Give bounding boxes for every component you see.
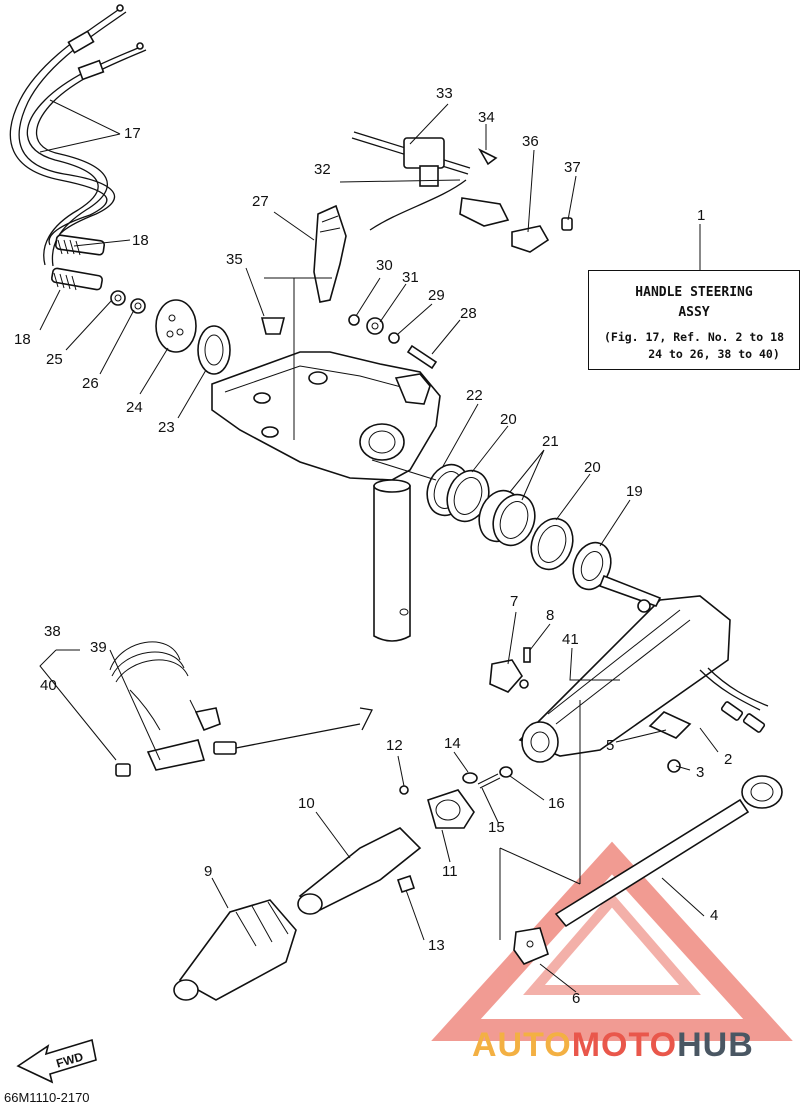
callout-6: 6 bbox=[572, 990, 580, 1007]
callout-34: 34 bbox=[478, 109, 495, 126]
callout-22: 22 bbox=[466, 387, 483, 404]
callout-8: 8 bbox=[546, 607, 554, 624]
engine-stop-switch-lanyard bbox=[109, 641, 373, 777]
watermark-part2: MOTO bbox=[571, 1026, 678, 1064]
callout-20-upper: 20 bbox=[500, 411, 517, 428]
reference-title-line2: ASSY bbox=[678, 305, 710, 320]
steering-handle-body bbox=[518, 574, 769, 773]
callout-37: 37 bbox=[564, 159, 581, 176]
callout-27: 27 bbox=[252, 193, 269, 210]
fwd-arrow: FWD bbox=[16, 1038, 97, 1084]
reference-note-line1: (Fig. 17, Ref. No. 2 to 18 bbox=[603, 330, 784, 344]
callout-15: 15 bbox=[488, 819, 505, 836]
callout-33: 33 bbox=[436, 85, 453, 102]
callout-numbers: 1 2 3 4 5 6 7 8 9 10 11 12 13 14 15 16 1… bbox=[14, 85, 732, 1007]
callout-28: 28 bbox=[460, 305, 477, 322]
callout-26: 26 bbox=[82, 375, 99, 392]
callout-24: 24 bbox=[126, 399, 143, 416]
reference-note-line2: 24 to 26, 38 to 40) bbox=[648, 347, 780, 361]
callout-30: 30 bbox=[376, 257, 393, 274]
callout-25: 25 bbox=[46, 351, 63, 368]
throttle-shift-cables bbox=[9, 4, 147, 291]
callout-32: 32 bbox=[314, 161, 331, 178]
reference-title: HANDLE STEERING ASSY bbox=[589, 283, 799, 323]
shift-lever bbox=[260, 204, 438, 370]
reference-note: (Fig. 17, Ref. No. 2 to 18 24 to 26, 38 … bbox=[589, 329, 799, 363]
callout-38: 38 bbox=[44, 623, 61, 640]
steering-bracket bbox=[211, 351, 441, 481]
reference-title-line1: HANDLE STEERING bbox=[635, 285, 753, 300]
callout-10: 10 bbox=[298, 795, 315, 812]
steering-shaft bbox=[373, 479, 411, 642]
callout-17: 17 bbox=[124, 125, 141, 142]
watermark-part1: AUTO bbox=[472, 1026, 572, 1064]
thrust-washers bbox=[426, 463, 612, 591]
callout-2: 2 bbox=[724, 751, 732, 768]
reference-box: HANDLE STEERING ASSY (Fig. 17, Ref. No. … bbox=[588, 270, 800, 370]
callout-39: 39 bbox=[90, 639, 107, 656]
callout-13: 13 bbox=[428, 937, 445, 954]
cable-joint-parts bbox=[110, 290, 231, 375]
callout-12: 12 bbox=[386, 737, 403, 754]
leader-lines bbox=[39, 99, 719, 993]
callout-5: 5 bbox=[606, 737, 614, 754]
callout-9: 9 bbox=[204, 863, 212, 880]
callout-23: 23 bbox=[158, 419, 175, 436]
callout-11: 11 bbox=[442, 863, 458, 880]
callout-18-lower: 18 bbox=[14, 331, 31, 348]
callout-36: 36 bbox=[522, 133, 539, 150]
callout-19: 19 bbox=[626, 483, 643, 500]
callout-35: 35 bbox=[226, 251, 243, 268]
callout-14: 14 bbox=[444, 735, 461, 752]
callout-31: 31 bbox=[402, 269, 419, 286]
callout-4: 4 bbox=[710, 907, 718, 924]
friction-rod-assembly bbox=[499, 700, 783, 965]
callout-29: 29 bbox=[428, 287, 445, 304]
callout-1: 1 bbox=[697, 207, 705, 224]
callout-40: 40 bbox=[40, 677, 57, 694]
callout-41: 41 bbox=[562, 631, 579, 648]
stop-switch-bracket bbox=[489, 647, 531, 693]
callout-3: 3 bbox=[696, 764, 704, 781]
callout-20-lower: 20 bbox=[584, 459, 601, 476]
callout-18-upper: 18 bbox=[132, 232, 149, 249]
watermark-part3: HUB bbox=[677, 1026, 754, 1064]
callout-21: 21 bbox=[542, 433, 559, 450]
watermark-brand: AUTOMOTOHUB bbox=[472, 1026, 754, 1065]
diagram-code: 66M1110-2170 bbox=[4, 1090, 90, 1105]
callout-16: 16 bbox=[548, 795, 565, 812]
callout-7: 7 bbox=[510, 593, 518, 610]
shift-rod-assembly bbox=[351, 131, 573, 253]
throttle-grip-parts bbox=[173, 766, 513, 1001]
